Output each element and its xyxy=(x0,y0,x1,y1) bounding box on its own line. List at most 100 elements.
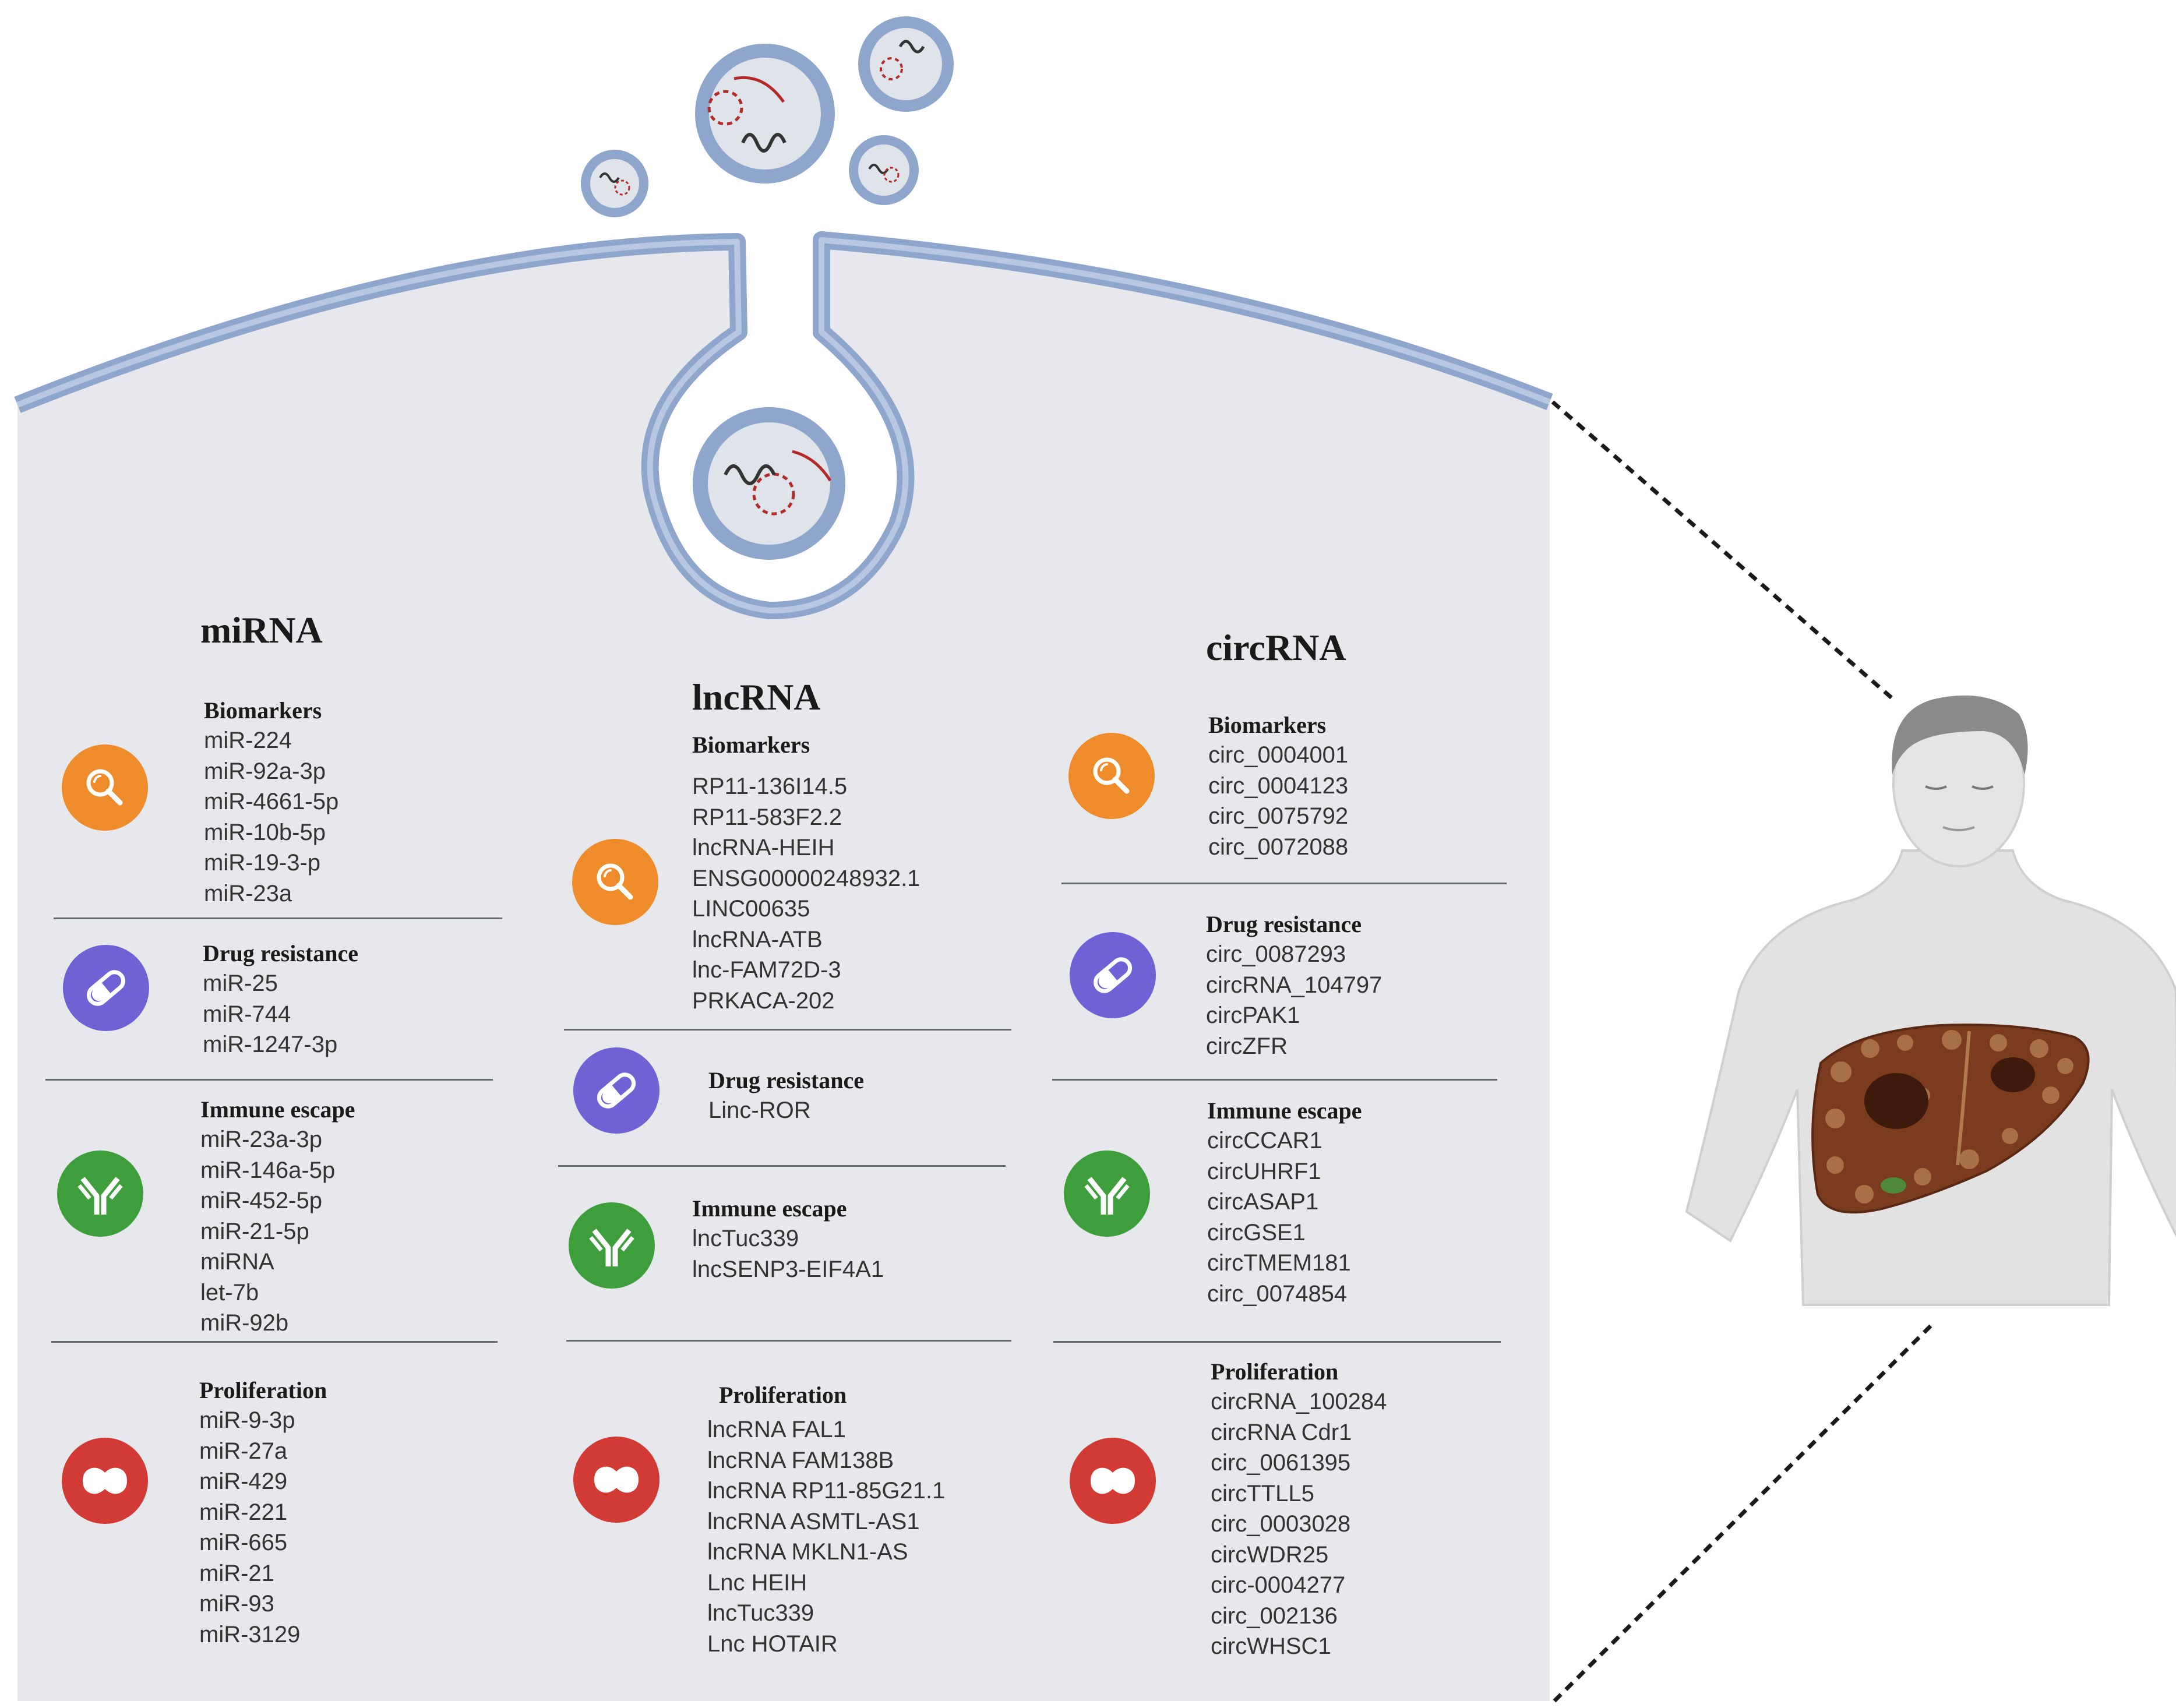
list-item: lncRNA RP11-85G21.1 xyxy=(707,1478,946,1504)
section-drug-resistance: Drug resistance circ_0087293 circRNA_104… xyxy=(1206,910,1382,1061)
column-title: lncRNA xyxy=(692,676,821,718)
section-divider xyxy=(1061,883,1507,884)
magnifier-icon xyxy=(586,853,644,911)
released-exosome-top-right xyxy=(858,16,954,112)
pill-icon xyxy=(1084,946,1142,1004)
list-item: Linc-ROR xyxy=(708,1098,811,1123)
list-item: lncTuc339 xyxy=(707,1600,814,1626)
list-item: circ_0072088 xyxy=(1208,834,1349,860)
section-divider xyxy=(54,917,502,919)
list-item: circWHSC1 xyxy=(1211,1633,1331,1659)
list-item: circ_0074854 xyxy=(1207,1280,1348,1307)
list-item: miR-452-5p xyxy=(200,1188,322,1213)
section-drug-resistance: Drug resistance Linc-ROR xyxy=(708,1066,864,1126)
list-item: circ-0004277 xyxy=(1211,1572,1346,1598)
section-heading: Biomarkers xyxy=(204,697,322,724)
list-item: LINC00635 xyxy=(692,896,810,922)
section-heading: Biomarkers xyxy=(692,732,810,758)
drug-resistance-badge xyxy=(573,1047,659,1134)
list-item: lncRNA FAM138B xyxy=(707,1447,894,1473)
list-item: miR-27a xyxy=(199,1438,288,1464)
section-heading: Proliferation xyxy=(1211,1358,1339,1385)
proliferation-badge xyxy=(1070,1438,1156,1524)
list-item: PRKACA-202 xyxy=(692,987,835,1014)
list-item: RP11-583F2.2 xyxy=(692,804,842,830)
list-item: circZFR xyxy=(1206,1033,1288,1059)
list-item: miR-92a-3p xyxy=(204,758,326,784)
section-immune-escape: Immune escape miR-23a-3p miR-146a-5p miR… xyxy=(200,1095,355,1339)
list-item: circ_0087293 xyxy=(1206,941,1346,967)
list-item: miR-146a-5p xyxy=(200,1157,336,1183)
list-item: circASAP1 xyxy=(1207,1189,1319,1215)
section-divider xyxy=(566,1340,1011,1342)
dividing-cell-icon xyxy=(1084,1452,1142,1510)
list-item: circ_0004123 xyxy=(1208,772,1349,799)
list-item: lncRNA MKLN1-AS xyxy=(707,1539,908,1565)
hair xyxy=(1892,695,2028,775)
section-proliferation: Proliferation circRNA_100284 circRNA Cdr… xyxy=(1211,1357,1387,1662)
list-item: lncRNA-HEIH xyxy=(692,835,835,860)
dividing-cell-icon xyxy=(587,1451,646,1509)
list-item: miR-23a xyxy=(204,880,292,906)
list-item: ENSG00000248932.1 xyxy=(692,865,921,891)
list-item: circ_0003028 xyxy=(1211,1511,1351,1537)
antibody-icon xyxy=(71,1164,129,1223)
list-item: circCCAR1 xyxy=(1207,1128,1322,1153)
list-item: miR-93 xyxy=(199,1591,274,1617)
list-item: miR-3129 xyxy=(199,1621,301,1647)
list-item: lnc-FAM72D-3 xyxy=(692,957,841,983)
list-item: miR-221 xyxy=(199,1499,288,1525)
human-figure xyxy=(1685,695,2176,1306)
section-heading: Immune escape xyxy=(692,1195,847,1222)
list-item: circUHRF1 xyxy=(1207,1158,1321,1184)
section-divider xyxy=(558,1165,1006,1167)
list-item: circGSE1 xyxy=(1207,1219,1306,1245)
released-exosome-small-left xyxy=(581,150,648,217)
section-heading: Drug resistance xyxy=(708,1067,864,1093)
list-item: circPAK1 xyxy=(1206,1003,1300,1028)
list-item: miR-21-5p xyxy=(200,1218,309,1244)
list-item: lncRNA FAL1 xyxy=(707,1417,846,1442)
pill-icon xyxy=(77,959,135,1017)
list-item: lncRNA-ATB xyxy=(692,926,823,952)
list-item: miR-92b xyxy=(200,1310,289,1336)
list-item: miR-224 xyxy=(204,728,292,753)
list-item: miR-23a-3p xyxy=(200,1127,322,1152)
list-item: circWDR25 xyxy=(1211,1541,1329,1568)
list-item: miRNA xyxy=(200,1249,274,1275)
immune-escape-badge xyxy=(1064,1151,1150,1237)
cell-membrane-inner xyxy=(16,237,1551,614)
immune-escape-badge xyxy=(57,1151,143,1237)
list-item: miR-4661-5p xyxy=(204,789,339,814)
list-item: RP11-136I14.5 xyxy=(692,774,848,799)
antibody-icon xyxy=(583,1216,641,1275)
section-heading: Immune escape xyxy=(200,1096,355,1123)
antibody-icon xyxy=(1078,1164,1136,1223)
list-item: miR-1247-3p xyxy=(203,1032,338,1057)
section-divider xyxy=(1052,1079,1497,1081)
immune-escape-badge xyxy=(569,1202,655,1289)
drug-resistance-badge xyxy=(1070,932,1156,1018)
section-drug-resistance: Drug resistance miR-25 miR-744 miR-1247-… xyxy=(203,939,358,1060)
section-heading: Immune escape xyxy=(1207,1098,1362,1124)
proliferation-badge xyxy=(62,1438,148,1524)
list-item: miR-429 xyxy=(199,1469,288,1494)
list-item: miR-10b-5p xyxy=(204,819,326,845)
section-heading: Proliferation xyxy=(199,1377,327,1403)
section-divider xyxy=(1053,1341,1501,1343)
magnifier-icon xyxy=(76,758,134,817)
list-item: circRNA Cdr1 xyxy=(1211,1419,1352,1445)
released-exosome-large xyxy=(695,44,835,183)
list-item: miR-21 xyxy=(199,1560,274,1586)
section-biomarkers: Biomarkers RP11-136I14.5 RP11-583F2.2 ln… xyxy=(692,731,920,1016)
list-item: miR-665 xyxy=(199,1530,288,1555)
section-immune-escape: Immune escape circCCAR1 circUHRF1 circAS… xyxy=(1207,1096,1362,1309)
section-divider xyxy=(564,1029,1011,1031)
internal-exosome xyxy=(693,407,845,560)
section-proliferation: Proliferation miR-9-3p miR-27a miR-429 m… xyxy=(199,1376,327,1650)
biomarkers-badge xyxy=(1068,733,1155,819)
section-divider xyxy=(51,1341,498,1343)
list-item: miR-9-3p xyxy=(199,1407,295,1433)
section-heading: Biomarkers xyxy=(1208,712,1327,738)
